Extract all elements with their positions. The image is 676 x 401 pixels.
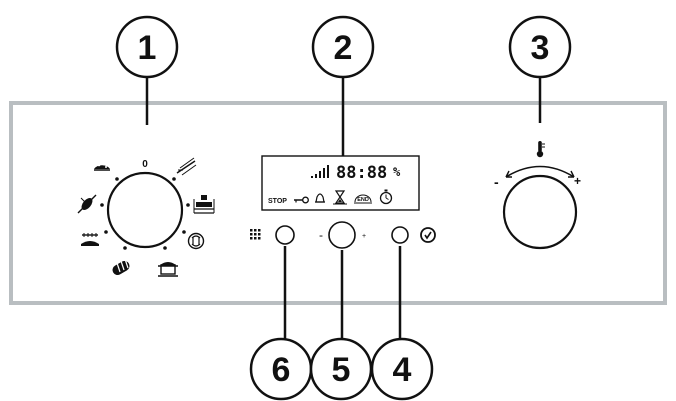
grill-icon: [176, 157, 197, 176]
temperature-knob[interactable]: [502, 174, 578, 250]
callout-1: 1: [115, 15, 179, 125]
callout-3: 3: [508, 15, 572, 123]
temp-plus-label: +: [574, 174, 581, 188]
key-lock-icon: [294, 196, 309, 204]
stop-indicator: STOP: [268, 198, 287, 205]
control-panel-outline: [9, 101, 667, 305]
callout-2-label: 2: [334, 29, 353, 67]
rotisserie-icon: [77, 194, 97, 214]
display-time: 88:88: [336, 163, 387, 183]
fan-tray-icon: [193, 195, 215, 214]
pizza-icon: [94, 162, 110, 171]
pot-icon: [158, 262, 178, 277]
callout-5-label: 5: [332, 351, 351, 389]
end-time-icon: END: [354, 194, 372, 204]
defrost-icon: [112, 258, 130, 275]
temperature-selector: - +: [494, 141, 581, 250]
timer-clock-icon: [379, 189, 393, 205]
callout-4-label: 4: [393, 351, 412, 389]
callout-3-label: 3: [531, 29, 550, 67]
signal-strength-icon: [311, 165, 329, 178]
function-selector: 0: [77, 157, 215, 277]
temp-minus-label: -: [494, 174, 499, 190]
knob-minus-label: -: [319, 228, 323, 242]
electronic-display: 88:88 % STOP END: [261, 155, 420, 211]
callout-4: 4: [370, 246, 434, 401]
programs-button[interactable]: [275, 225, 295, 245]
callout-6: 6: [249, 246, 313, 401]
callout-5: 5: [309, 250, 373, 401]
zero-position-label: 0: [142, 159, 148, 170]
knob-plus-label: +: [362, 233, 366, 240]
menu-grid-icon: [250, 229, 261, 240]
bell-icon: [315, 193, 325, 203]
thermometer-icon: [536, 141, 545, 158]
clock-icon: [420, 227, 436, 243]
display-frame: [261, 155, 420, 211]
display-percent: %: [393, 165, 401, 179]
hourglass-icon: [333, 190, 347, 205]
callout-6-label: 6: [272, 351, 291, 389]
callout-2: 2: [311, 15, 375, 156]
fan-heat-icon: [187, 232, 205, 250]
temperature-arc-icon: [505, 165, 575, 178]
bottom-heat-icon: [81, 233, 99, 246]
callout-1-label: 1: [138, 29, 157, 67]
end-label: END: [357, 197, 369, 203]
clock-button[interactable]: [391, 226, 409, 244]
position-dots: [100, 177, 190, 250]
function-selector-knob[interactable]: [106, 171, 184, 249]
setting-knob[interactable]: [328, 221, 356, 249]
